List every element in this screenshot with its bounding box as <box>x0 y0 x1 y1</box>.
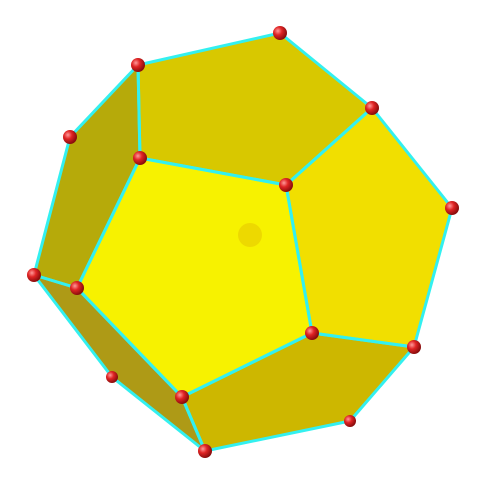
vertex <box>407 340 421 354</box>
face-right <box>286 108 452 347</box>
face-top <box>138 33 372 185</box>
vertex <box>365 101 379 115</box>
vertex <box>106 371 118 383</box>
face-bottom-left <box>34 275 205 451</box>
vertex <box>131 58 145 72</box>
vertex <box>63 130 77 144</box>
vertex <box>198 444 212 458</box>
vertex <box>279 178 293 192</box>
vertex <box>445 201 459 215</box>
vertices <box>27 26 459 458</box>
hidden-vertex <box>238 223 262 247</box>
vertex <box>305 326 319 340</box>
vertex <box>27 268 41 282</box>
face-bottom-right <box>182 333 414 451</box>
face-left <box>34 65 140 288</box>
edge-face-front <box>75 156 314 399</box>
vertex <box>344 415 356 427</box>
vertex <box>273 26 287 40</box>
vertex <box>175 390 189 404</box>
vertex <box>70 281 84 295</box>
edges <box>32 31 454 453</box>
vertex <box>133 151 147 165</box>
face-front <box>77 158 312 397</box>
